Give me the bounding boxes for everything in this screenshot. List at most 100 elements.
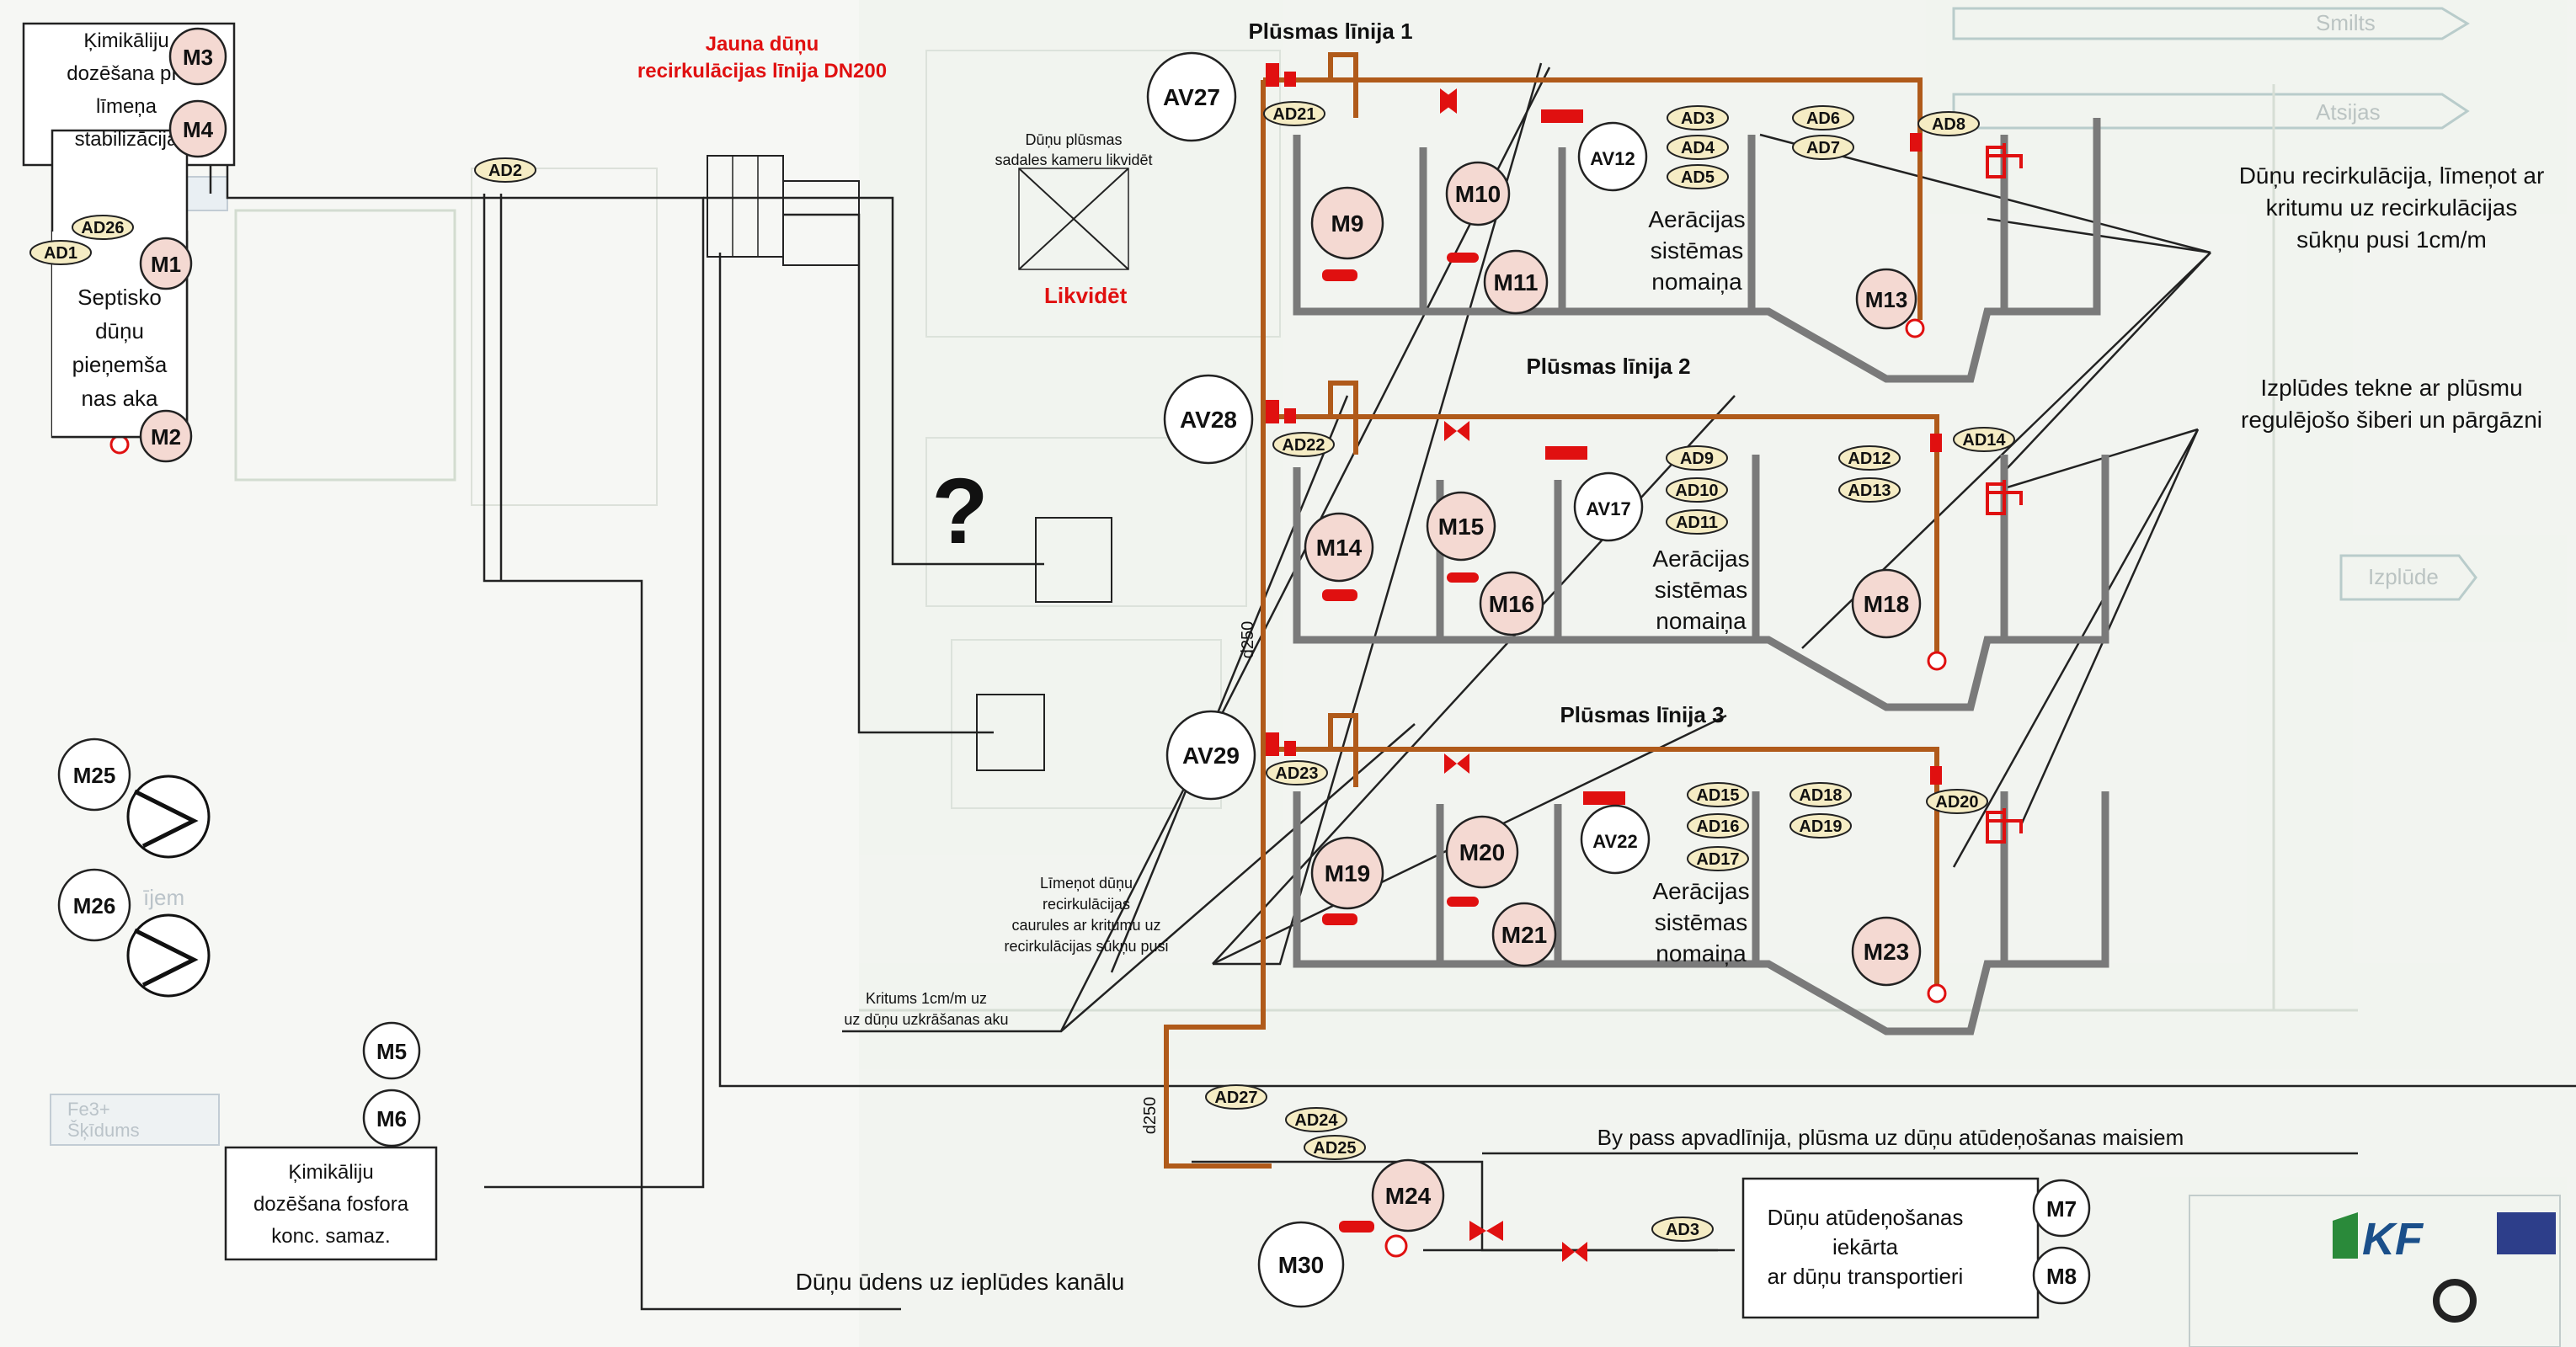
chem-ph-3: līmeņa: [96, 95, 157, 118]
motor-m9: M9: [1310, 186, 1384, 260]
equipment-label: M25: [73, 763, 116, 788]
tag-ad20: AD20: [1926, 789, 1988, 814]
background-scan: Smilts Atsijas Izplūde Ieplūde Fe3+ Šķīd…: [50, 0, 2576, 1347]
motor-m24: M24: [1371, 1158, 1445, 1233]
equipment-m5: M5: [362, 1021, 421, 1080]
pump-symbols: [109, 318, 1947, 1258]
tag-ad6: AD6: [1792, 105, 1854, 130]
tag-label: AD2: [488, 162, 522, 180]
tag-label: AD6: [1806, 109, 1840, 128]
tag-label: AD21: [1272, 105, 1315, 124]
motor-m19: M19: [1310, 836, 1384, 910]
motor-label: M19: [1325, 860, 1370, 886]
equipment-label: AV29: [1182, 743, 1240, 769]
equipment-label: M5: [376, 1039, 407, 1064]
tag-label: AD25: [1313, 1139, 1356, 1158]
motor-label: M14: [1316, 535, 1363, 561]
motor-label: M2: [151, 424, 181, 450]
tag-ad25: AD25: [1304, 1135, 1366, 1160]
tag-ad11: AD11: [1666, 509, 1728, 535]
motor-m18: M18: [1851, 568, 1922, 639]
tag-ad13: AD13: [1838, 477, 1901, 503]
tag-label: AD24: [1294, 1111, 1338, 1130]
tag-label: AD11: [1676, 514, 1718, 532]
tag-ad24: AD24: [1285, 1107, 1347, 1132]
aeration-1-b: sistēmas: [1651, 237, 1743, 264]
equipment-m8: M8: [2032, 1246, 2091, 1305]
bg-apjem: ījem: [143, 885, 184, 910]
motor-label: M18: [1864, 591, 1909, 617]
line-2-label: Plūsmas līnija 2: [1526, 354, 1690, 379]
motor-label: M16: [1489, 591, 1534, 617]
aeration-3-a: Aerācijas: [1652, 878, 1749, 904]
aeration-3-c: nomaiņa: [1656, 940, 1747, 966]
motor-m1: M1: [139, 237, 193, 290]
tag-label: AD4: [1681, 139, 1715, 157]
equipment-label: M26: [73, 893, 116, 918]
tag-ad8: AD8: [1917, 111, 1980, 136]
motor-m4: M4: [168, 99, 227, 158]
tag-ad12: AD12: [1838, 445, 1901, 471]
tag-label: AD17: [1696, 850, 1739, 869]
outlet-gates: [1986, 143, 2023, 844]
tag-label: AD14: [1962, 431, 2006, 450]
note-distribution-1: Dūņu plūsmas: [1025, 131, 1122, 148]
motor-label: M3: [183, 45, 213, 70]
motor-m13: M13: [1855, 268, 1917, 330]
labels: Jauna dūņu recirkulācijas līnija DN200 P…: [67, 19, 2544, 1295]
septic-4: nas aka: [81, 386, 158, 411]
dewater-2: iekārta: [1832, 1234, 1899, 1259]
tag-label: AD26: [81, 219, 124, 237]
equipment-m6: M6: [362, 1089, 421, 1147]
tag-label: AD23: [1275, 764, 1318, 783]
question-mark: ?: [931, 460, 988, 563]
bg-fe-2: Šķīdums: [67, 1120, 140, 1141]
equipment-m26: M26: [57, 868, 131, 942]
aeration-2-c: nomaiņa: [1656, 608, 1747, 634]
note-recirc-1: Dūņu recirkulācija, līmeņot ar: [2239, 162, 2545, 189]
tag-ad3: AD3: [1651, 1217, 1714, 1242]
tag-label: AD16: [1696, 817, 1739, 836]
septic-1: Septisko: [77, 285, 162, 310]
tag-label: AD8: [1932, 115, 1965, 134]
chem-ph-2: dozēšana pH: [67, 62, 185, 85]
equipment-label: M30: [1278, 1252, 1324, 1278]
tag-ad9: AD9: [1666, 445, 1728, 471]
title-recirc-2: recirkulācijas līnija DN200: [637, 60, 887, 83]
motor-m21: M21: [1491, 902, 1557, 967]
motor-label: M20: [1459, 839, 1505, 865]
tag-ad10: AD10: [1666, 477, 1728, 503]
aeration-2-a: Aerācijas: [1652, 546, 1749, 572]
tag-ad27: AD27: [1205, 1084, 1267, 1110]
line-3-label: Plūsmas līnija 3: [1560, 702, 1724, 727]
bg-fe-1: Fe3+: [67, 1099, 110, 1120]
tag-ad15: AD15: [1687, 782, 1749, 807]
note-level-1: Līmeņot dūņu: [1040, 875, 1133, 892]
equipment-label: AV22: [1592, 831, 1637, 852]
tag-ad14: AD14: [1953, 427, 2015, 452]
tag-ad3: AD3: [1667, 105, 1729, 130]
chem-phos-1: Ķimikāliju: [288, 1161, 373, 1184]
equipment-av27: AV27: [1146, 51, 1237, 142]
dewater-1: Dūņu atūdeņošanas: [1768, 1205, 1964, 1230]
motor-m20: M20: [1445, 815, 1519, 889]
equipment-label: AV17: [1586, 498, 1630, 519]
aeration-2-b: sistēmas: [1655, 577, 1747, 603]
note-level-3: caurules ar kritumu uz: [1011, 917, 1160, 934]
equipment-av12: AV12: [1577, 121, 1648, 192]
note-distribution-2: sadales kameru likvidēt: [995, 152, 1152, 168]
note-outlet-1: Izplūdes tekne ar plūsmu: [2260, 375, 2522, 401]
motor-m11: M11: [1483, 249, 1549, 315]
tag-label: AD3: [1681, 109, 1715, 128]
equipment-av17: AV17: [1573, 471, 1644, 542]
red-devices: [72, 63, 1942, 1262]
title-recirc-1: Jauna dūņu: [706, 33, 819, 56]
motor-label: M13: [1865, 287, 1908, 312]
equipment-av29: AV29: [1165, 710, 1256, 801]
equipment-m7: M7: [2032, 1179, 2091, 1238]
bg-atsijas: Atsijas: [2316, 99, 2381, 125]
tag-label: AD7: [1806, 139, 1840, 157]
equipment-av22: AV22: [1580, 804, 1651, 875]
line-1-label: Plūsmas līnija 1: [1248, 19, 1412, 44]
